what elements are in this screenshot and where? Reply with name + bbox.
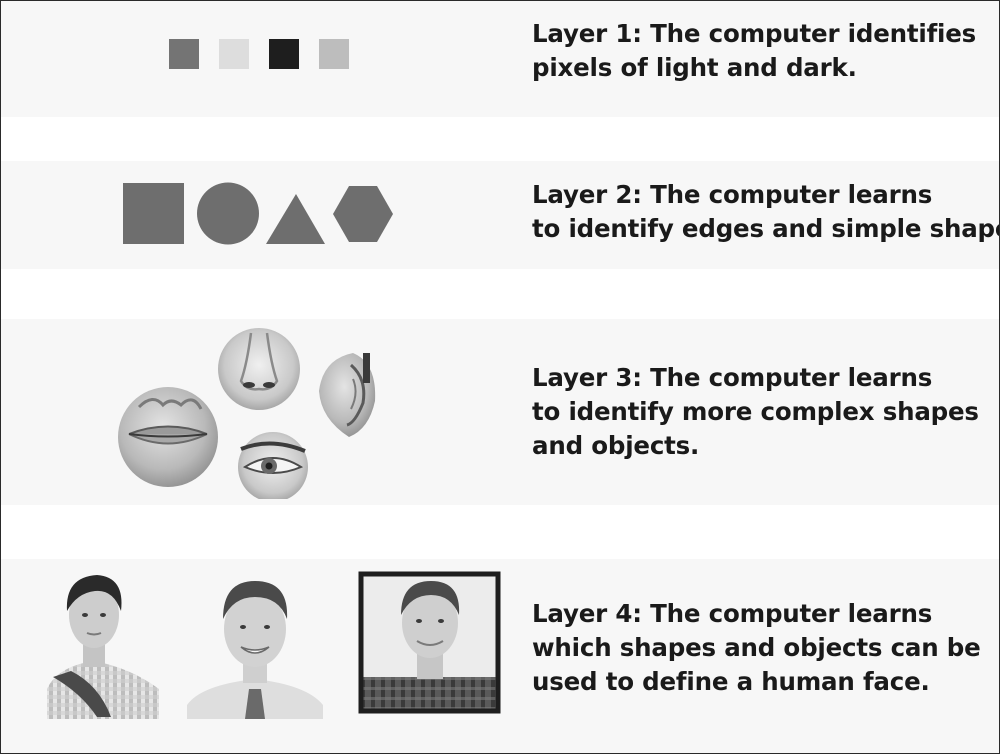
- face-identified-frame: [358, 571, 501, 714]
- layer-3-caption: Layer 3: The computer learns to identify…: [532, 361, 979, 463]
- layer-4-caption-line-1: Layer 4: The computer learns: [532, 599, 933, 628]
- portraits: [47, 571, 501, 719]
- layer-1-band: [1, 1, 999, 117]
- layer-4-caption: Layer 4: The computer learns which shape…: [532, 597, 981, 699]
- pixel-swatch-2: [219, 39, 249, 69]
- eye-crop: [238, 432, 308, 499]
- portrait-1: [47, 575, 159, 719]
- pixel-swatch-4: [319, 39, 349, 69]
- layer-3-caption-line-3: and objects.: [532, 431, 700, 460]
- feature-crops: [118, 328, 376, 499]
- layer-2-caption-line-2: to identify edges and simple shapes.: [532, 214, 1000, 243]
- layer-3-caption-line-1: Layer 3: The computer learns: [532, 363, 933, 392]
- circle-shape: [197, 182, 259, 245]
- layer-2-caption: Layer 2: The computer learns to identify…: [532, 178, 1000, 246]
- pixel-swatch-1: [169, 39, 199, 69]
- simple-shapes: [123, 182, 393, 245]
- square-shape: [123, 183, 184, 244]
- layer-1-caption-line-2: pixels of light and dark.: [532, 53, 857, 82]
- layer-2-caption-line-1: Layer 2: The computer learns: [532, 180, 933, 209]
- mouth-crop: [118, 387, 218, 487]
- layer-1-caption: Layer 1: The computer identifies pixels …: [532, 17, 976, 85]
- hexagon-shape: [333, 186, 393, 242]
- layer-1-caption-line-1: Layer 1: The computer identifies: [532, 19, 977, 48]
- layer-4-caption-line-2: which shapes and objects can be: [532, 633, 981, 662]
- pixel-swatch-3: [269, 39, 299, 69]
- portrait-3: [358, 571, 501, 714]
- layer-3-caption-line-2: to identify more complex shapes: [532, 397, 979, 426]
- ear-crop: [319, 353, 376, 437]
- portrait-2: [187, 581, 323, 719]
- nose-crop: [218, 328, 300, 410]
- layer-4-caption-line-3: used to define a human face.: [532, 667, 930, 696]
- triangle-shape: [266, 194, 325, 244]
